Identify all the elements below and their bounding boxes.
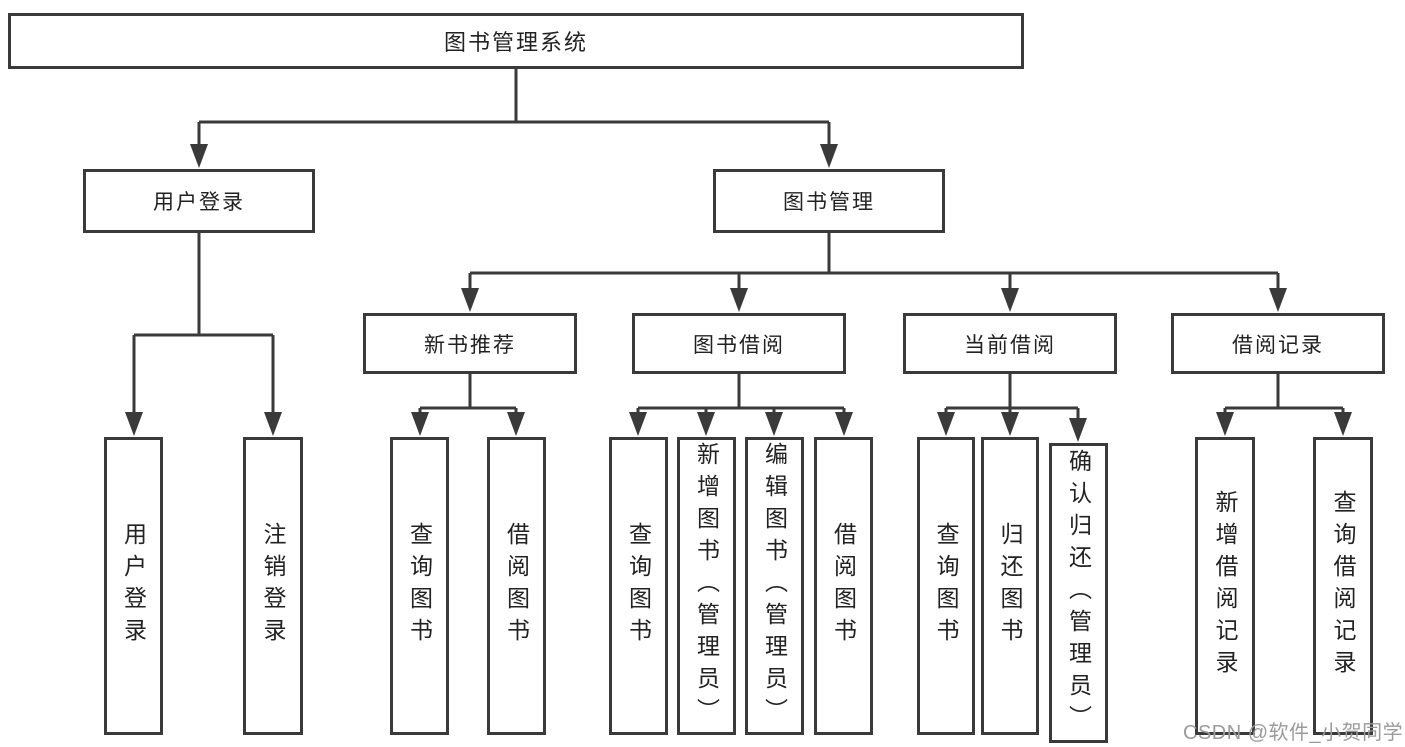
node-book-borrow: 图书借阅 [632, 313, 846, 374]
leaf-add-borrow-record: 新增借阅记录 [1195, 437, 1255, 735]
node-book-management: 图书管理 [713, 169, 945, 233]
node-current-borrow: 当前借阅 [903, 313, 1117, 374]
leaf-query-books-current: 查询图书 [917, 437, 975, 735]
leaf-return-books: 归还图书 [981, 437, 1039, 735]
leaf-query-books-recommend: 查询图书 [390, 437, 449, 735]
leaf-user-login: 用户登录 [104, 437, 163, 735]
leaf-borrow-books-recommend: 借阅图书 [487, 437, 546, 735]
leaf-confirm-return-admin: 确认归还（管理员） [1049, 443, 1108, 743]
leaf-add-book-admin: 新增图书（管理员） [677, 437, 736, 735]
node-new-book-recommend: 新书推荐 [363, 313, 577, 374]
node-library-system: 图书管理系统 [8, 13, 1024, 69]
leaf-query-books-borrow: 查询图书 [609, 437, 668, 735]
leaf-edit-book-admin: 编辑图书（管理员） [745, 437, 804, 735]
leaf-logout: 注销登录 [243, 437, 303, 735]
leaf-borrow-books: 借阅图书 [814, 437, 873, 735]
csdn-watermark: CSDN @软件_小贺同学 [1183, 722, 1404, 744]
node-user-login-branch: 用户登录 [83, 169, 315, 233]
node-borrow-records: 借阅记录 [1171, 313, 1385, 374]
leaf-query-borrow-record: 查询借阅记录 [1313, 437, 1373, 735]
